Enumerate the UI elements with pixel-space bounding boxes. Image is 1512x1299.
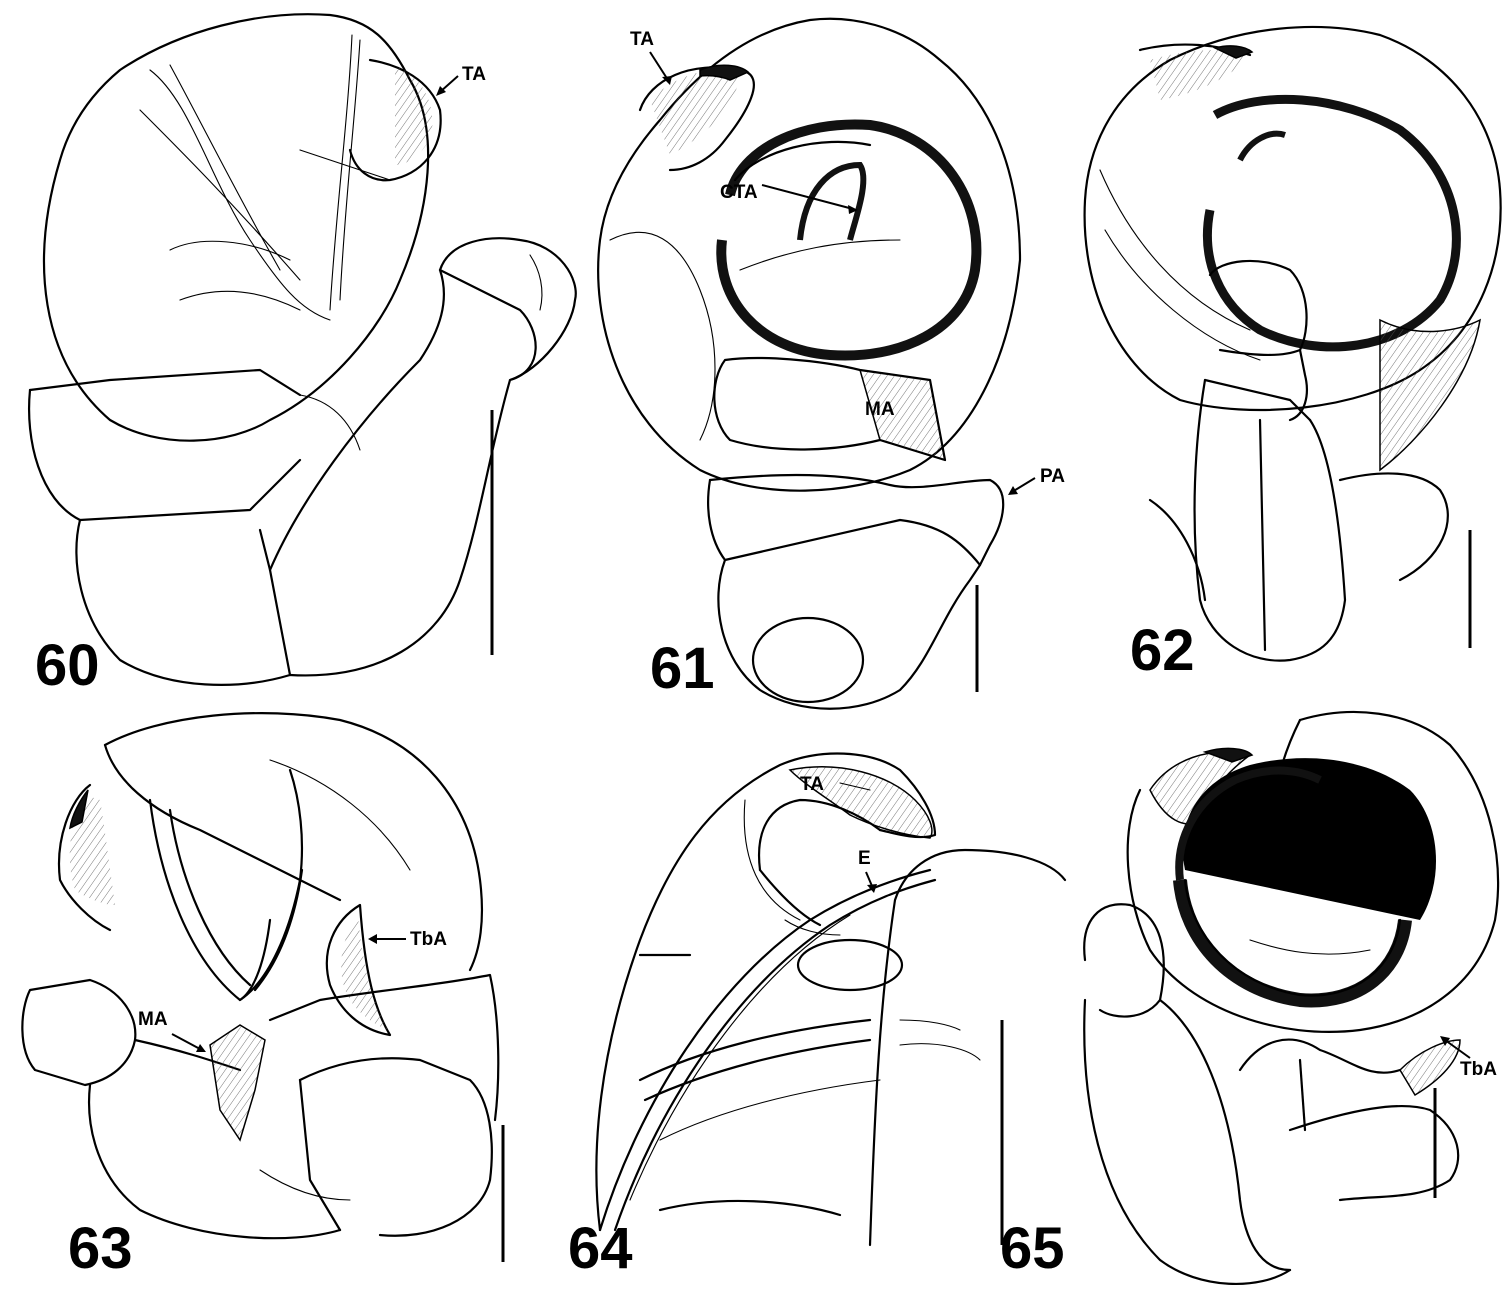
figure-65-drawing bbox=[1083, 711, 1500, 1286]
label-group-64: TA E bbox=[800, 774, 877, 893]
label-ma-63: MA bbox=[138, 1009, 168, 1030]
figure-number-64: 64 bbox=[568, 1216, 633, 1281]
figure-64-drawing bbox=[595, 752, 1067, 1247]
label-group-65: TbA bbox=[1440, 1036, 1497, 1080]
label-pa-61: PA bbox=[1040, 466, 1065, 487]
figure-number-62: 62 bbox=[1130, 618, 1195, 683]
figure-63-drawing bbox=[21, 712, 500, 1240]
label-ta-60: TA bbox=[462, 64, 486, 85]
figure-number-61: 61 bbox=[650, 636, 715, 701]
figure-61-drawing bbox=[597, 17, 1022, 710]
figure-62-drawing bbox=[1083, 25, 1502, 662]
label-tba-65: TbA bbox=[1460, 1059, 1497, 1080]
figure-number-63: 63 bbox=[68, 1216, 133, 1281]
label-group-60: TA bbox=[436, 64, 486, 96]
figure-60-drawing bbox=[28, 13, 577, 686]
label-ma-61: MA bbox=[865, 399, 895, 420]
label-group-61: TA CTA MA PA bbox=[630, 29, 1065, 495]
figure-number-60: 60 bbox=[35, 633, 100, 698]
label-ta-61: TA bbox=[630, 29, 654, 50]
label-cta-61: CTA bbox=[720, 182, 758, 203]
label-tba-63: TbA bbox=[410, 929, 447, 950]
label-ta-64: TA bbox=[800, 774, 824, 795]
label-e-64: E bbox=[858, 848, 871, 869]
label-group-63: TbA MA bbox=[138, 929, 447, 1052]
figure-number-65: 65 bbox=[1000, 1216, 1065, 1281]
